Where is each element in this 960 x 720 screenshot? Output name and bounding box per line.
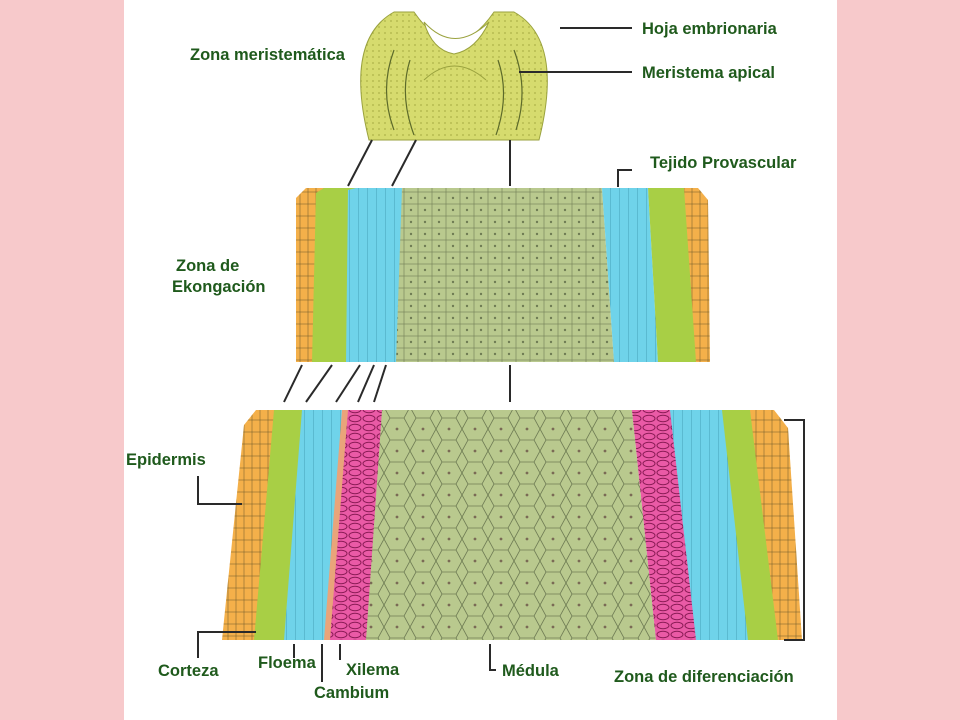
stem-zones-illustration [197, 11, 805, 682]
differentiation-zone-block [222, 410, 802, 640]
label-cambium: Cambium [314, 684, 390, 702]
label-zona-elongacion-line1: Zona de [176, 257, 240, 275]
label-meristema-apical: Meristema apical [642, 64, 775, 82]
diagram-panel: Hoja embrionaria Zona meristemática Meri… [124, 0, 837, 720]
label-zona-elongacion-line2: Ekongación [172, 278, 266, 296]
label-floema: Floema [258, 654, 316, 672]
label-medula: Médula [502, 662, 559, 680]
label-tejido-provascular: Tejido Provascular [650, 154, 797, 172]
shoot-apex [360, 11, 548, 141]
embryonic-leaf-gap [423, 21, 490, 55]
label-corteza: Corteza [158, 662, 219, 680]
label-epidermis: Epidermis [126, 451, 206, 469]
label-zona-diferenciacion: Zona de diferenciación [614, 668, 794, 686]
label-zona-meristematica: Zona meristemática [190, 46, 345, 64]
label-hoja-embrionaria: Hoja embrionaria [642, 20, 777, 38]
elongation-zone-block [296, 188, 710, 362]
label-xilema: Xilema [346, 661, 400, 679]
leader-lines [197, 27, 805, 682]
